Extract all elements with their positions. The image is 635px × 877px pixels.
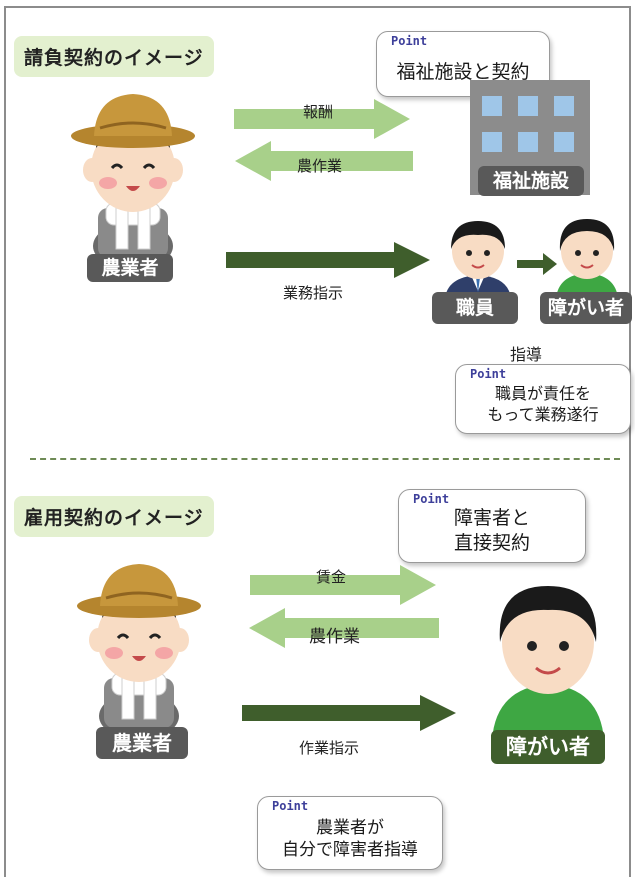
employment-title: 雇用契約のイメージ <box>14 496 214 537</box>
disabled-person-label: 障がい者 <box>491 730 605 764</box>
point-text: 職員が責任を もって業務遂行 <box>487 384 599 425</box>
disabled-person-illustration <box>492 586 604 740</box>
staff-illustration <box>445 221 511 299</box>
farmer-illustration <box>77 564 201 740</box>
point-box-staff-responsibility: Point 職員が責任を もって業務遂行 <box>455 364 631 434</box>
work-arrow <box>249 608 439 648</box>
wage-label: 賃金 <box>316 568 347 586</box>
instruction-label: 業務指示 <box>283 284 344 302</box>
disabled-person-label: 障がい者 <box>540 292 632 324</box>
farmer-label: 農業者 <box>96 727 188 759</box>
work-arrow <box>235 141 413 181</box>
guidance-arrow <box>517 253 557 275</box>
point-tag: Point <box>470 367 507 381</box>
instruction-arrow <box>226 242 430 278</box>
point-text: 障害者と 直接契約 <box>453 507 530 555</box>
instruction-arrow <box>242 695 456 731</box>
point-box-direct-contract: Point 障害者と 直接契約 <box>398 489 586 563</box>
instruction-label: 作業指示 <box>299 739 360 757</box>
point-text: 福祉施設と契約 <box>396 61 530 83</box>
point-text: 農業者が 自分で障害者指導 <box>282 818 418 861</box>
facility-label: 福祉施設 <box>478 166 584 196</box>
contract-title: 請負契約のイメージ <box>14 36 214 77</box>
disabled-person-illustration <box>556 219 618 299</box>
point-tag: Point <box>272 799 309 813</box>
wage-arrow <box>250 565 436 605</box>
work-label: 農作業 <box>297 157 343 175</box>
payment-arrow <box>234 99 410 139</box>
outer-frame <box>4 6 631 877</box>
farmer-label: 農業者 <box>87 254 173 282</box>
section-divider <box>30 458 620 460</box>
point-tag: Point <box>413 492 450 506</box>
farmer-illustration <box>71 94 195 270</box>
work-label: 農作業 <box>309 627 360 647</box>
point-box-farmer-guidance: Point 農業者が 自分で障害者指導 <box>257 796 443 870</box>
point-tag: Point <box>391 34 428 48</box>
guidance-label: 指導 <box>510 345 543 364</box>
staff-label: 職員 <box>432 292 518 324</box>
payment-label: 報酬 <box>303 103 334 121</box>
